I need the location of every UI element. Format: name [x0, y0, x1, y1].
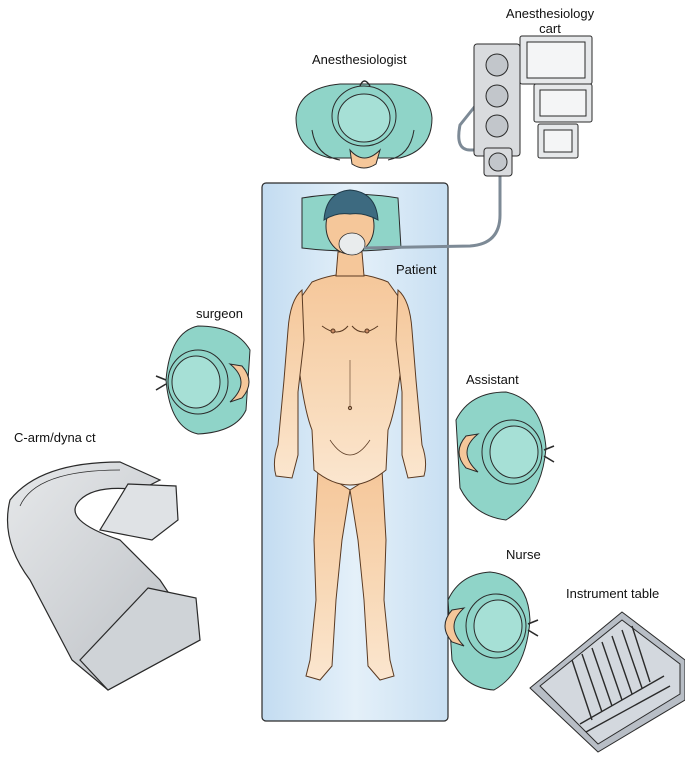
patient-figure [273, 251, 427, 681]
label-surgeon: surgeon [196, 306, 243, 321]
label-anesthesiology-cart: Anesthesiology cart [488, 6, 612, 36]
label-anesthesiology-cart-line2: cart [539, 21, 561, 36]
instrument-table [529, 611, 685, 753]
surgeon-figure [155, 325, 251, 435]
anesthesiology-cart [473, 35, 593, 177]
label-patient: Patient [396, 262, 437, 277]
label-instrument-table: Instrument table [566, 586, 660, 601]
label-anesthesiologist: Anesthesiologist [312, 52, 407, 67]
label-anesthesiology-cart-line1: Anesthesiology [505, 6, 595, 21]
label-nurse: Nurse [506, 547, 541, 562]
nurse-figure [444, 571, 539, 691]
patient-head [323, 189, 379, 256]
c-arm-device [6, 461, 201, 691]
anesthesiologist-figure [295, 80, 433, 169]
label-assistant: Assistant [466, 372, 519, 387]
assistant-figure [455, 391, 555, 521]
label-c-arm: C-arm/dyna ct [14, 430, 96, 445]
